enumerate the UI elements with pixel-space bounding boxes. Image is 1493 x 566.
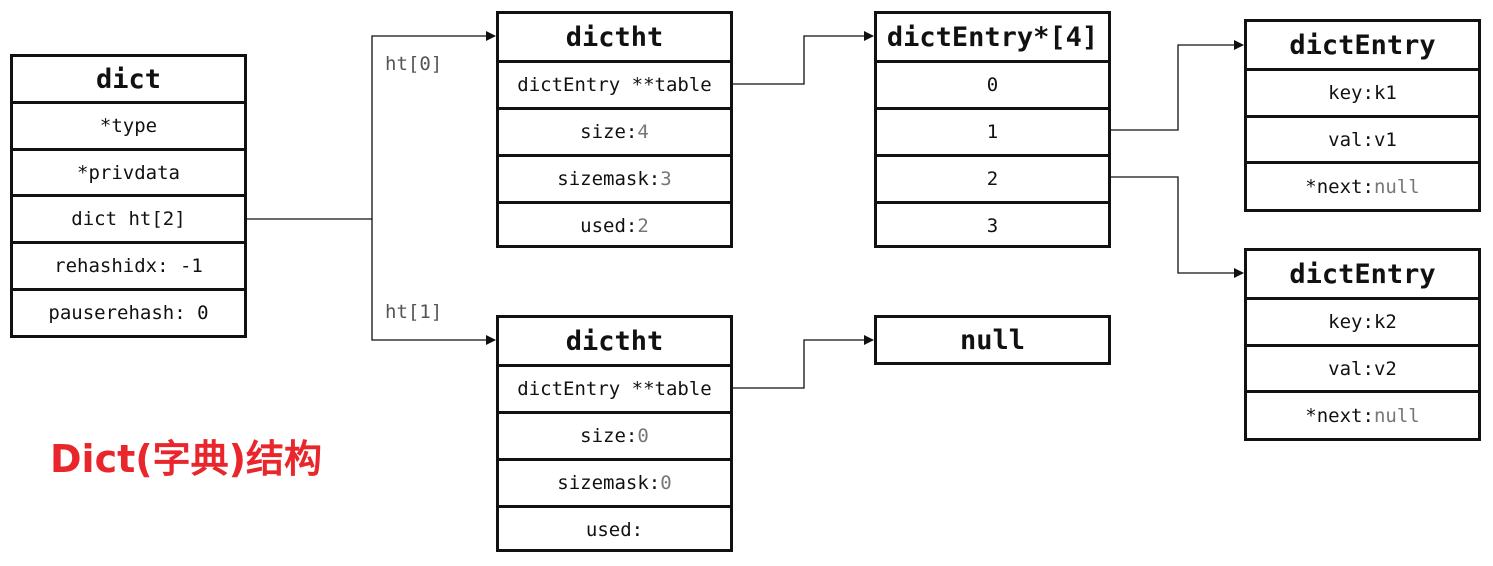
dict-entry-2-key: key: k2 bbox=[1247, 300, 1478, 347]
dict-entry-2-box: dictEntry key: k2 val: v2 *next: null bbox=[1244, 248, 1481, 441]
array-slot-0: 0 bbox=[877, 63, 1108, 110]
dict-row-rehashidx: rehashidx: -1 bbox=[13, 244, 244, 291]
arrow-ht0 bbox=[246, 31, 496, 220]
dictht0-box: dictht dictEntry **table size: 4 sizemas… bbox=[496, 11, 733, 248]
arrow-slot1 bbox=[1109, 40, 1244, 131]
dict-entry-2-next: *next: null bbox=[1305, 404, 1420, 427]
dict-entry-2-header: dictEntry bbox=[1247, 251, 1478, 300]
ht1-label: ht[1] bbox=[385, 301, 443, 323]
dict-entry-1-key: key: k1 bbox=[1247, 71, 1478, 118]
ht0-label: ht[0] bbox=[385, 53, 443, 75]
diagram-title: Dict(字典)结构 bbox=[50, 437, 322, 481]
dictht0-table: dictEntry **table bbox=[499, 63, 730, 110]
dict-row-type: *type bbox=[13, 104, 244, 151]
array-slot-2: 2 bbox=[877, 157, 1108, 204]
dictht0-size: size: 4 bbox=[499, 110, 730, 157]
dictht0-sizemask: sizemask: 3 bbox=[499, 157, 730, 204]
null-box: null bbox=[874, 315, 1111, 365]
dictht1-sizemask: sizemask: 0 bbox=[499, 461, 730, 508]
arrow-table0 bbox=[732, 31, 874, 85]
dict-header: dict bbox=[13, 57, 244, 104]
arrow-ht1 bbox=[371, 219, 496, 345]
dictht0-used: used: 2 bbox=[580, 215, 649, 237]
array-slot-1: 1 bbox=[877, 110, 1108, 157]
dict-entry-1-val: val: v1 bbox=[1247, 118, 1478, 164]
dict-row-ht: dict ht[2] bbox=[13, 197, 244, 244]
dictht1-header: dictht bbox=[499, 318, 730, 367]
dictht1-box: dictht dictEntry **table size: 0 sizemas… bbox=[496, 315, 733, 552]
arrow-table1 bbox=[732, 335, 874, 389]
dict-entry-1-header: dictEntry bbox=[1247, 22, 1478, 71]
entry-array-box: dictEntry*[4] 0 1 2 3 bbox=[874, 11, 1111, 248]
dict-box: dict *type *privdata dict ht[2] rehashid… bbox=[10, 54, 247, 338]
null-label: null bbox=[959, 324, 1026, 356]
dict-entry-1-box: dictEntry key: k1 val: v1 *next: null bbox=[1244, 19, 1481, 212]
dict-row-privdata: *privdata bbox=[13, 151, 244, 197]
dictht0-header: dictht bbox=[499, 14, 730, 63]
dictht1-used: used: bbox=[585, 519, 644, 541]
array-slot-3: 3 bbox=[986, 215, 999, 237]
dictht1-table: dictEntry **table bbox=[499, 367, 730, 414]
dict-row-pauserehash: pauserehash: 0 bbox=[48, 302, 209, 324]
dictht1-size: size: 0 bbox=[499, 414, 730, 461]
arrow-slot2 bbox=[1109, 176, 1244, 278]
dict-entry-1-next: *next: null bbox=[1305, 175, 1420, 198]
dict-entry-2-val: val: v2 bbox=[1247, 347, 1478, 393]
entry-array-header: dictEntry*[4] bbox=[877, 14, 1108, 63]
